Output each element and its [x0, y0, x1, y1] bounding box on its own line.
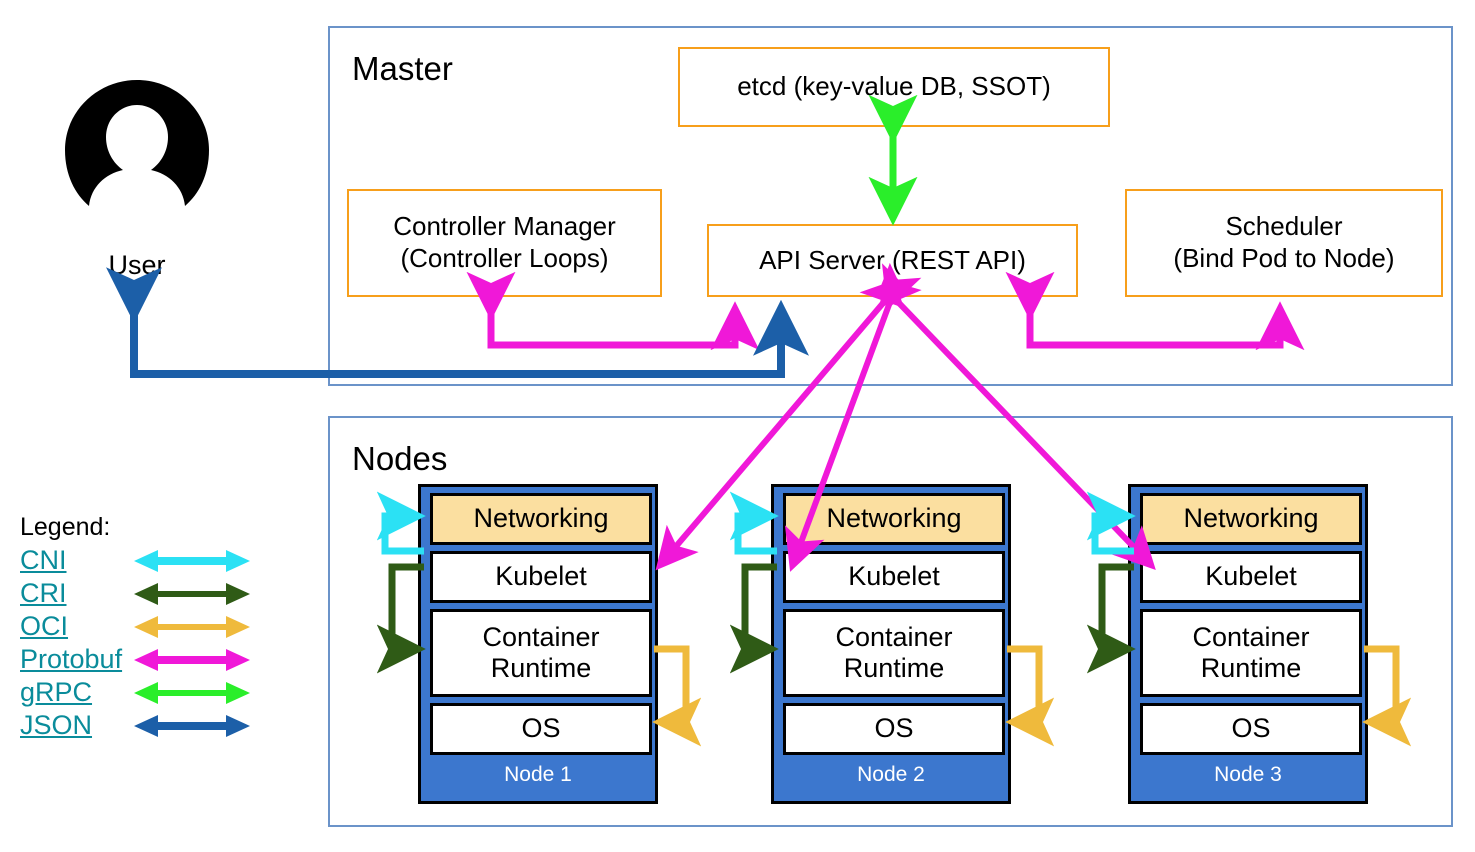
legend-label-cni[interactable]: CNI [20, 544, 67, 575]
legend-row-grpc: gRPC [20, 676, 270, 709]
node-1-name: Node 1 [504, 763, 572, 786]
legend-label-grpc[interactable]: gRPC [20, 676, 93, 707]
node-3-os-layer[interactable]: OS [1140, 703, 1362, 755]
legend-label-oci[interactable]: OCI [20, 610, 69, 641]
etcd-component-box[interactable]: etcd (key-value DB, SSOT) [678, 47, 1110, 127]
user-avatar-icon [65, 80, 209, 206]
node-2-kubelet-layer[interactable]: Kubelet [783, 551, 1005, 603]
legend-row-protobuf: Protobuf [20, 643, 270, 676]
node-1-networking-layer[interactable]: Networking [430, 493, 652, 545]
node-3-networking-layer[interactable]: Networking [1140, 493, 1362, 545]
node-card-3[interactable]: Networking Kubelet Container Runtime OS … [1128, 484, 1368, 804]
legend-row-cri: CRI [20, 577, 270, 610]
node-3-kubelet-layer[interactable]: Kubelet [1140, 551, 1362, 603]
legend-label-cri[interactable]: CRI [20, 577, 67, 608]
scheduler-component-box[interactable]: Scheduler (Bind Pod to Node) [1125, 189, 1443, 297]
api-server-component-box[interactable]: API Server (REST API) [707, 224, 1078, 297]
nodes-group-title: Nodes [352, 440, 448, 477]
node-card-1[interactable]: Networking Kubelet Container Runtime OS … [418, 484, 658, 804]
node-2-container-runtime-layer[interactable]: Container Runtime [783, 609, 1005, 697]
legend-title: Legend: [20, 513, 111, 541]
user-label: User [108, 250, 166, 280]
legend: Legend: CNI CRI OCI Protobuf [20, 512, 270, 742]
legend-arrow-grpc-icon [134, 681, 250, 704]
legend-label-json[interactable]: JSON [20, 709, 93, 740]
etcd-label: etcd (key-value DB, SSOT) [737, 71, 1051, 102]
legend-row-cni: CNI [20, 544, 270, 577]
scheduler-label: Scheduler (Bind Pod to Node) [1173, 211, 1395, 273]
node-1-kubelet-layer[interactable]: Kubelet [430, 551, 652, 603]
node-2-networking-layer[interactable]: Networking [783, 493, 1005, 545]
legend-arrow-oci-icon [134, 615, 250, 638]
legend-row-json: JSON [20, 709, 270, 742]
legend-arrow-cri-icon [134, 582, 250, 605]
api-server-label: API Server (REST API) [759, 244, 1026, 275]
legend-arrow-cni-icon [134, 549, 250, 572]
node-1-container-runtime-layer[interactable]: Container Runtime [430, 609, 652, 697]
controller-manager-label: Controller Manager (Controller Loops) [393, 211, 616, 273]
node-card-2[interactable]: Networking Kubelet Container Runtime OS … [771, 484, 1011, 804]
master-group-title: Master [352, 50, 453, 87]
legend-arrow-protobuf-icon [134, 648, 250, 671]
node-2-os-layer[interactable]: OS [783, 703, 1005, 755]
legend-label-protobuf[interactable]: Protobuf [20, 643, 123, 674]
legend-row-oci: OCI [20, 610, 270, 643]
controller-manager-component-box[interactable]: Controller Manager (Controller Loops) [347, 189, 662, 297]
legend-arrow-json-icon [134, 714, 250, 737]
node-2-name: Node 2 [857, 763, 925, 786]
node-1-os-layer[interactable]: OS [430, 703, 652, 755]
node-3-container-runtime-layer[interactable]: Container Runtime [1140, 609, 1362, 697]
node-3-name: Node 3 [1214, 763, 1282, 786]
